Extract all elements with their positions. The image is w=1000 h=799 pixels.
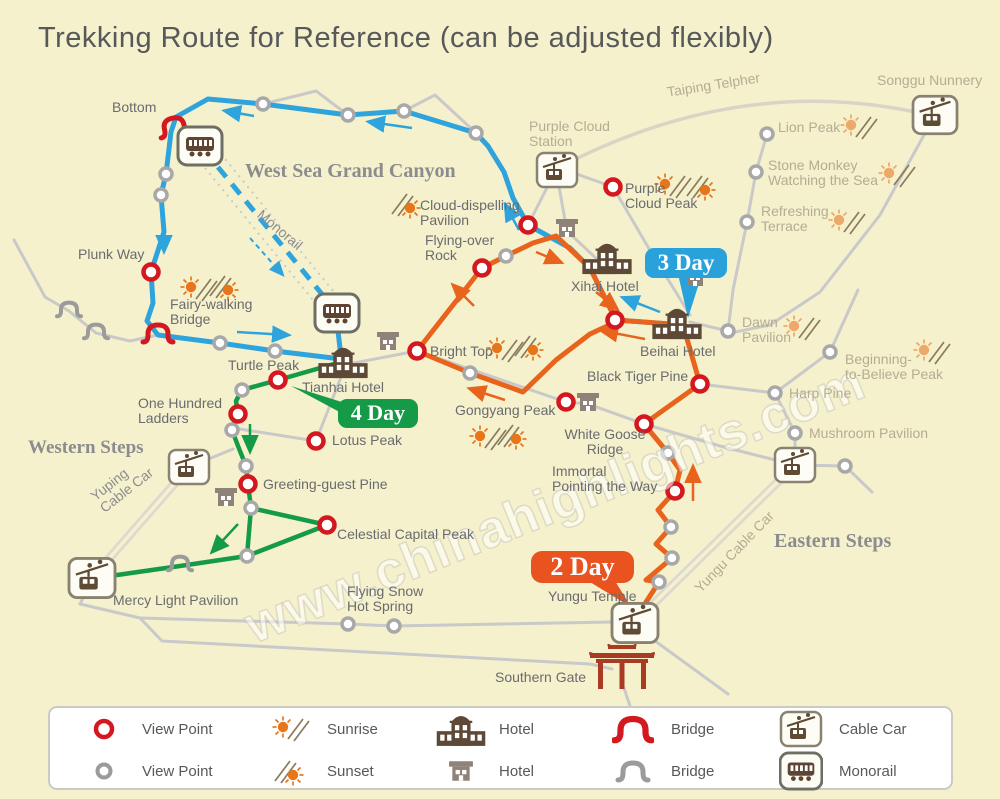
label-bright-top: Bright Top: [430, 343, 493, 359]
monorail-icon: [775, 751, 827, 791]
label-one-hundred-ladders: One Hundred Ladders: [138, 395, 223, 426]
label-flying-snow-hot-spring: Flying Snow Hot Spring: [347, 583, 424, 614]
label-beginning-to-believe: Beginning- to-Believe Peak: [845, 351, 944, 382]
legend-cable-car: Cable Car: [775, 708, 951, 750]
hotel-big-icon: [435, 707, 487, 751]
legend: View Point Sunrise Hotel Bridge Cable Ca…: [48, 706, 953, 792]
region-eastern-steps: Eastern Steps: [774, 530, 892, 552]
cable-car-station-icon: [610, 602, 660, 644]
hotel-small-icon: [577, 393, 599, 411]
label-bottom: Bottom: [112, 99, 157, 115]
legend-bridge-gray: Bridge: [607, 750, 775, 792]
legend-sunrise: Sunrise: [263, 708, 435, 750]
label-lion-peak: Lion Peak: [778, 119, 841, 135]
legend-view-point-gray: View Point: [78, 750, 263, 792]
cable-car-station-icon: [535, 151, 579, 189]
sunrise-icon-faded: [827, 208, 866, 235]
region-western-steps: Western Steps: [28, 437, 144, 458]
cable-car-station-icon: [67, 557, 117, 599]
label-plunk-way: Plunk Way: [78, 246, 145, 262]
sunrise-icon: [468, 424, 507, 451]
label-lotus-peak: Lotus Peak: [332, 432, 403, 448]
legend-bridge-red: Bridge: [607, 708, 775, 750]
label-songgu-nunnery: Songgu Nunnery: [877, 72, 983, 88]
sunrise-icon: [263, 711, 315, 747]
badge-2day: 2 Day: [531, 551, 634, 583]
label-harp-pine: Harp Pine: [789, 385, 852, 401]
label-refreshing-terrace: Refreshing Terrace: [761, 203, 829, 234]
label-immortal-pointing: Immortal Pointing the Way: [552, 463, 658, 494]
legend-hotel-big: Hotel: [435, 708, 607, 750]
view-point-gray-icon: [78, 756, 130, 786]
cable-car-station-icon: [167, 448, 211, 486]
label-turtle-peak: Turtle Peak: [228, 357, 300, 373]
sunset-icon: [263, 753, 315, 789]
hotel-small-icon: [377, 332, 399, 350]
page-title: Trekking Route for Reference (can be adj…: [38, 22, 774, 54]
cable-car-station-icon: [911, 94, 959, 136]
monorail-line: [195, 142, 348, 323]
label-stone-monkey: Stone Monkey Watching the Sea: [768, 157, 878, 188]
label-dawn-pavilion: Dawn Pavilion: [742, 314, 792, 345]
label-tianhai-hotel: Tianhai Hotel: [302, 379, 384, 395]
hotel-small-icon: [215, 488, 237, 506]
cable-car-station-icon: [773, 446, 817, 484]
badge-4day: 4 Day: [338, 399, 418, 428]
label-mushroom-pavilion: Mushroom Pavilion: [809, 425, 929, 441]
route-3day-arrows: [155, 105, 661, 343]
label-mercy-light-pavilion: Mercy Light Pavilion: [113, 592, 239, 608]
bridge-icons: [57, 115, 192, 570]
legend-view-point-red: View Point: [78, 708, 263, 750]
bridge-gray-icon: [607, 757, 659, 785]
legend-sunset: Sunset: [263, 750, 435, 792]
label-xihai-hotel: Xihai Hotel: [571, 278, 639, 294]
view-point-red-icon: [78, 714, 130, 744]
label-flying-over-rock: Flying-over Rock: [425, 232, 495, 263]
label-greeting-guest-pine: Greeting-guest Pine: [263, 476, 388, 492]
label-white-goose-ridge: White Goose Ridge: [564, 426, 646, 457]
monorail-station-icon: [176, 125, 224, 167]
sunset-icon: [497, 424, 528, 451]
hotel-small-icon: [556, 219, 578, 237]
legend-hotel-small: Hotel: [435, 750, 607, 792]
hotel-big-icon: [582, 243, 632, 275]
label-yungu-temple: Yungu Temple: [548, 588, 637, 604]
label-fairy-walking-bridge: Fairy-walking Bridge: [170, 296, 253, 327]
label-southern-gate: Southern Gate: [495, 669, 587, 685]
bridge-red-icon: [607, 713, 659, 745]
label-black-tiger-pine: Black Tiger Pine: [587, 368, 689, 384]
label-celestial-capital-peak: Celestial Capital Peak: [337, 526, 474, 542]
hotel-small-icon: [435, 758, 487, 784]
label-purple-cloud-peak: Purple Cloud Peak: [625, 180, 698, 211]
label-cloud-dispelling-pavilion: Cloud-dispelling Pavilion: [420, 197, 520, 228]
region-west-sea-grand-canyon: West Sea Grand Canyon: [245, 160, 456, 182]
legend-monorail: Monorail: [775, 750, 951, 792]
badge-3day: 3 Day: [645, 248, 727, 278]
monorail-station-icon: [313, 292, 361, 334]
label-purple-cloud-station: Purple Cloud Station: [529, 118, 610, 149]
route-2day-arrows: [450, 248, 702, 501]
cable-car-icon: [775, 709, 827, 749]
route-4day-arrows: [209, 424, 259, 555]
sunrise-icon-faded: [839, 113, 878, 140]
label-beihai-hotel: Beihai Hotel: [640, 343, 716, 359]
southern-gate-icon: [589, 643, 655, 689]
sunset-icon: [391, 193, 422, 220]
label-gongyang-peak: Gongyang Peak: [455, 402, 556, 418]
